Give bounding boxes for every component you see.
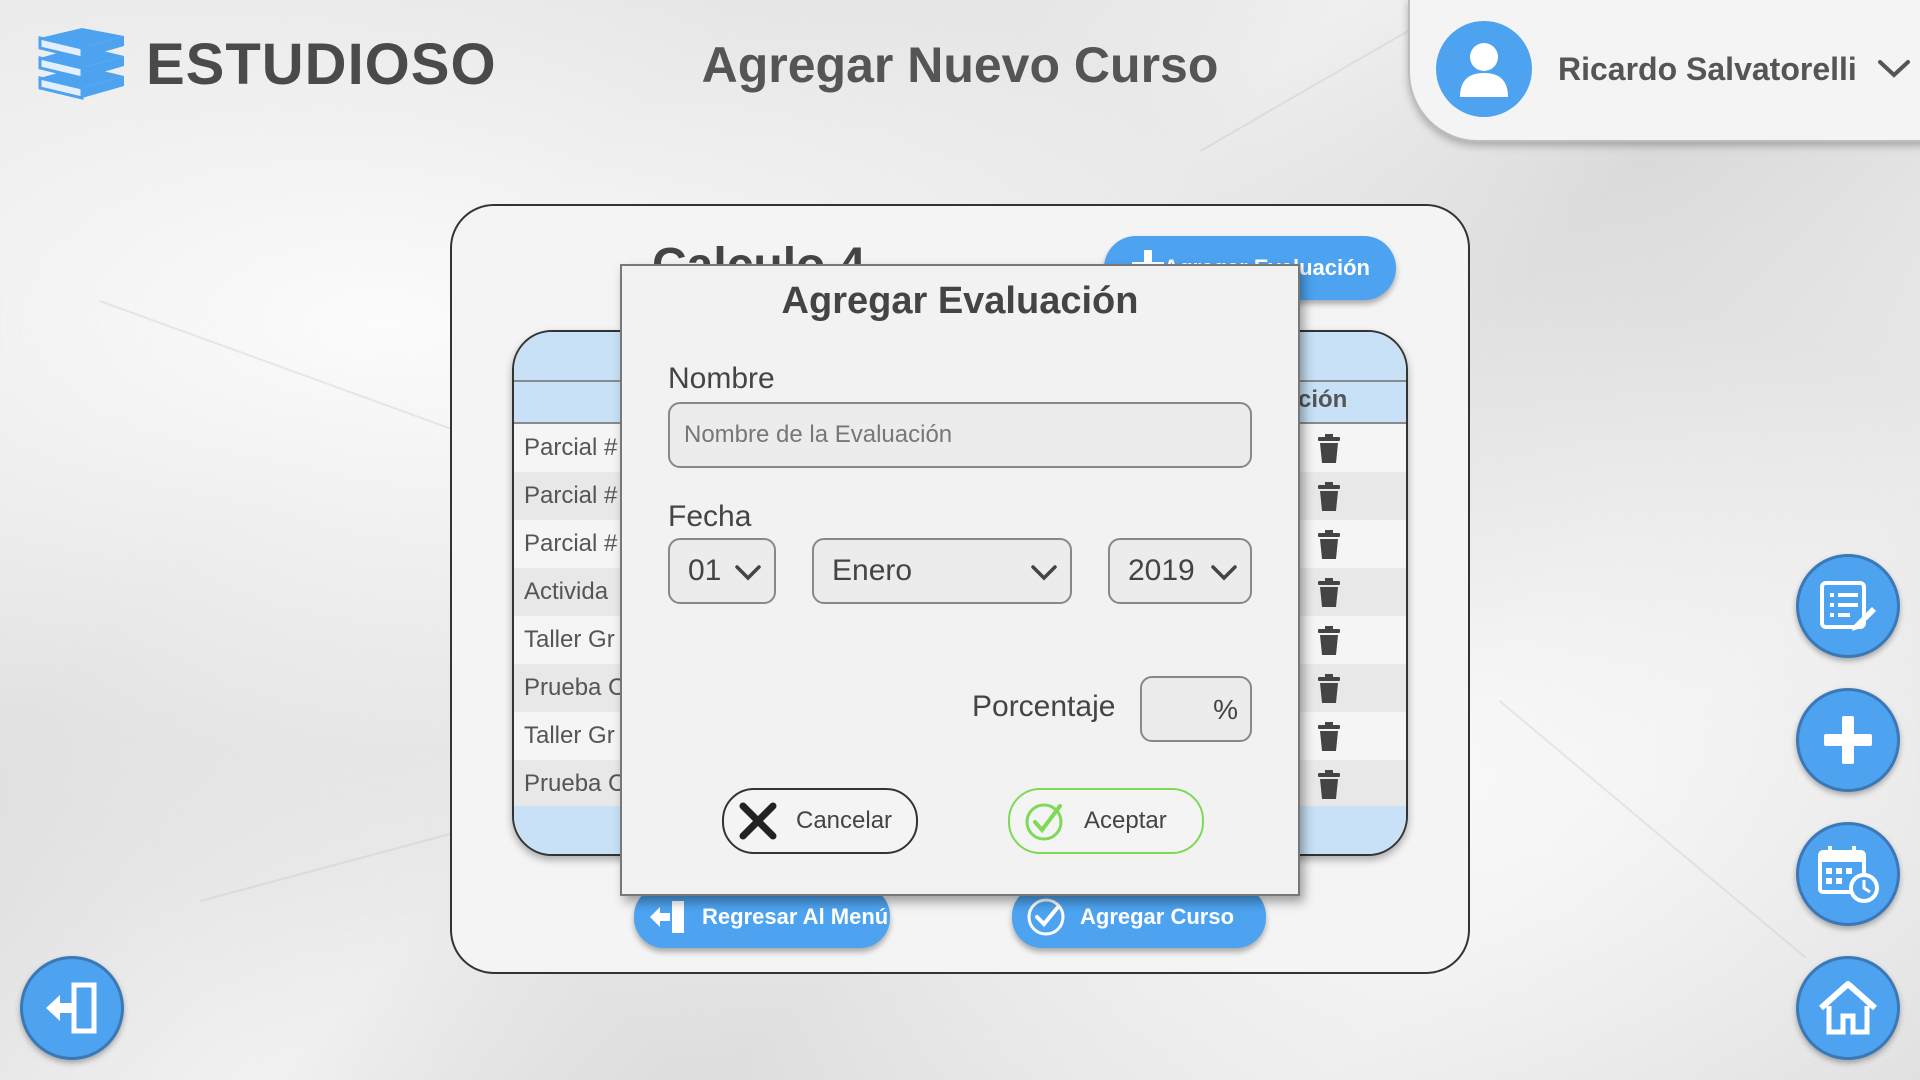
table-row[interactable]: Parcial # [514, 520, 1406, 568]
check-circle-icon [1027, 898, 1065, 936]
avatar [1436, 21, 1532, 117]
edit-list-icon [1820, 581, 1876, 631]
row-name: Taller Gr [524, 722, 615, 749]
cancel-button[interactable]: Cancelar [722, 788, 918, 854]
user-icon [1460, 43, 1508, 97]
chevron-down-icon [1031, 565, 1057, 581]
day-value: 01 [688, 554, 722, 587]
dialog-title: Agregar Evaluación [781, 280, 1139, 322]
row-name: Parcial # [524, 530, 618, 557]
row-name: Parcial # [524, 434, 618, 461]
evaluation-name-input[interactable] [668, 402, 1252, 468]
close-icon [739, 802, 777, 840]
trash-icon[interactable] [1316, 626, 1342, 656]
add-evaluation-dialog: Agregar Evaluación Nombre Fecha 01 Enero… [620, 264, 1300, 896]
cancel-label: Cancelar [796, 807, 893, 834]
year-value: 2019 [1128, 554, 1195, 587]
table-row[interactable]: Parcial # [514, 424, 1406, 472]
exit-door-icon [46, 982, 97, 1034]
name-label: Nombre [668, 362, 775, 395]
date-label: Fecha [668, 500, 752, 533]
add-course-label: Agregar Curso [1080, 904, 1235, 929]
app-logo: ESTUDIOSO [32, 26, 497, 102]
app-name: ESTUDIOSO [146, 31, 497, 97]
row-name: Prueba C [524, 770, 626, 797]
day-select[interactable]: 01 [668, 538, 776, 604]
year-select[interactable]: 2019 [1108, 538, 1252, 604]
check-circle-icon [1025, 803, 1063, 841]
chevron-down-icon[interactable] [1877, 59, 1911, 79]
home-button[interactable] [1796, 956, 1900, 1060]
paper-crease [1498, 700, 1807, 959]
trash-icon[interactable] [1316, 674, 1342, 704]
calendar-clock-icon [1818, 846, 1879, 903]
chevron-down-icon [735, 565, 761, 581]
add-button[interactable] [1796, 688, 1900, 792]
column-header: ción [1298, 386, 1348, 413]
percentage-input[interactable]: % [1140, 676, 1252, 742]
user-menu[interactable]: Ricardo Salvatorelli [1408, 0, 1920, 142]
logout-button[interactable] [20, 956, 124, 1060]
back-to-menu-button[interactable]: Regresar Al Menú [634, 886, 890, 948]
trash-icon[interactable] [1316, 530, 1342, 560]
table-row[interactable]: Taller Gr [514, 616, 1406, 664]
trash-icon[interactable] [1316, 482, 1342, 512]
page-title: Agregar Nuevo Curso [701, 37, 1219, 93]
month-select[interactable]: Enero [812, 538, 1072, 604]
trash-icon[interactable] [1316, 434, 1342, 464]
edit-list-button[interactable] [1796, 554, 1900, 658]
trash-icon[interactable] [1316, 770, 1342, 800]
add-course-button[interactable]: Agregar Curso [1012, 886, 1266, 948]
accept-label: Aceptar [1084, 807, 1167, 834]
back-to-menu-label: Regresar Al Menú [702, 904, 889, 929]
month-value: Enero [832, 554, 913, 587]
percentage-label: Porcentaje [972, 690, 1116, 723]
chevron-down-icon [1211, 565, 1237, 581]
row-name: Prueba C [524, 674, 626, 701]
row-name: Activida [524, 578, 609, 605]
plus-icon [1824, 716, 1872, 764]
row-name: Parcial # [524, 482, 618, 509]
calendar-button[interactable] [1796, 822, 1900, 926]
percent-symbol: % [1213, 694, 1238, 725]
exit-door-icon [650, 901, 684, 933]
user-name: Ricardo Salvatorelli [1558, 50, 1857, 87]
trash-icon[interactable] [1316, 722, 1342, 752]
row-name: Taller Gr [524, 626, 615, 653]
trash-icon[interactable] [1316, 578, 1342, 608]
table-row[interactable]: Taller Gr [514, 712, 1406, 760]
home-icon [1819, 981, 1877, 1035]
accept-button[interactable]: Aceptar [1008, 788, 1204, 854]
books-stack-icon [38, 28, 124, 100]
